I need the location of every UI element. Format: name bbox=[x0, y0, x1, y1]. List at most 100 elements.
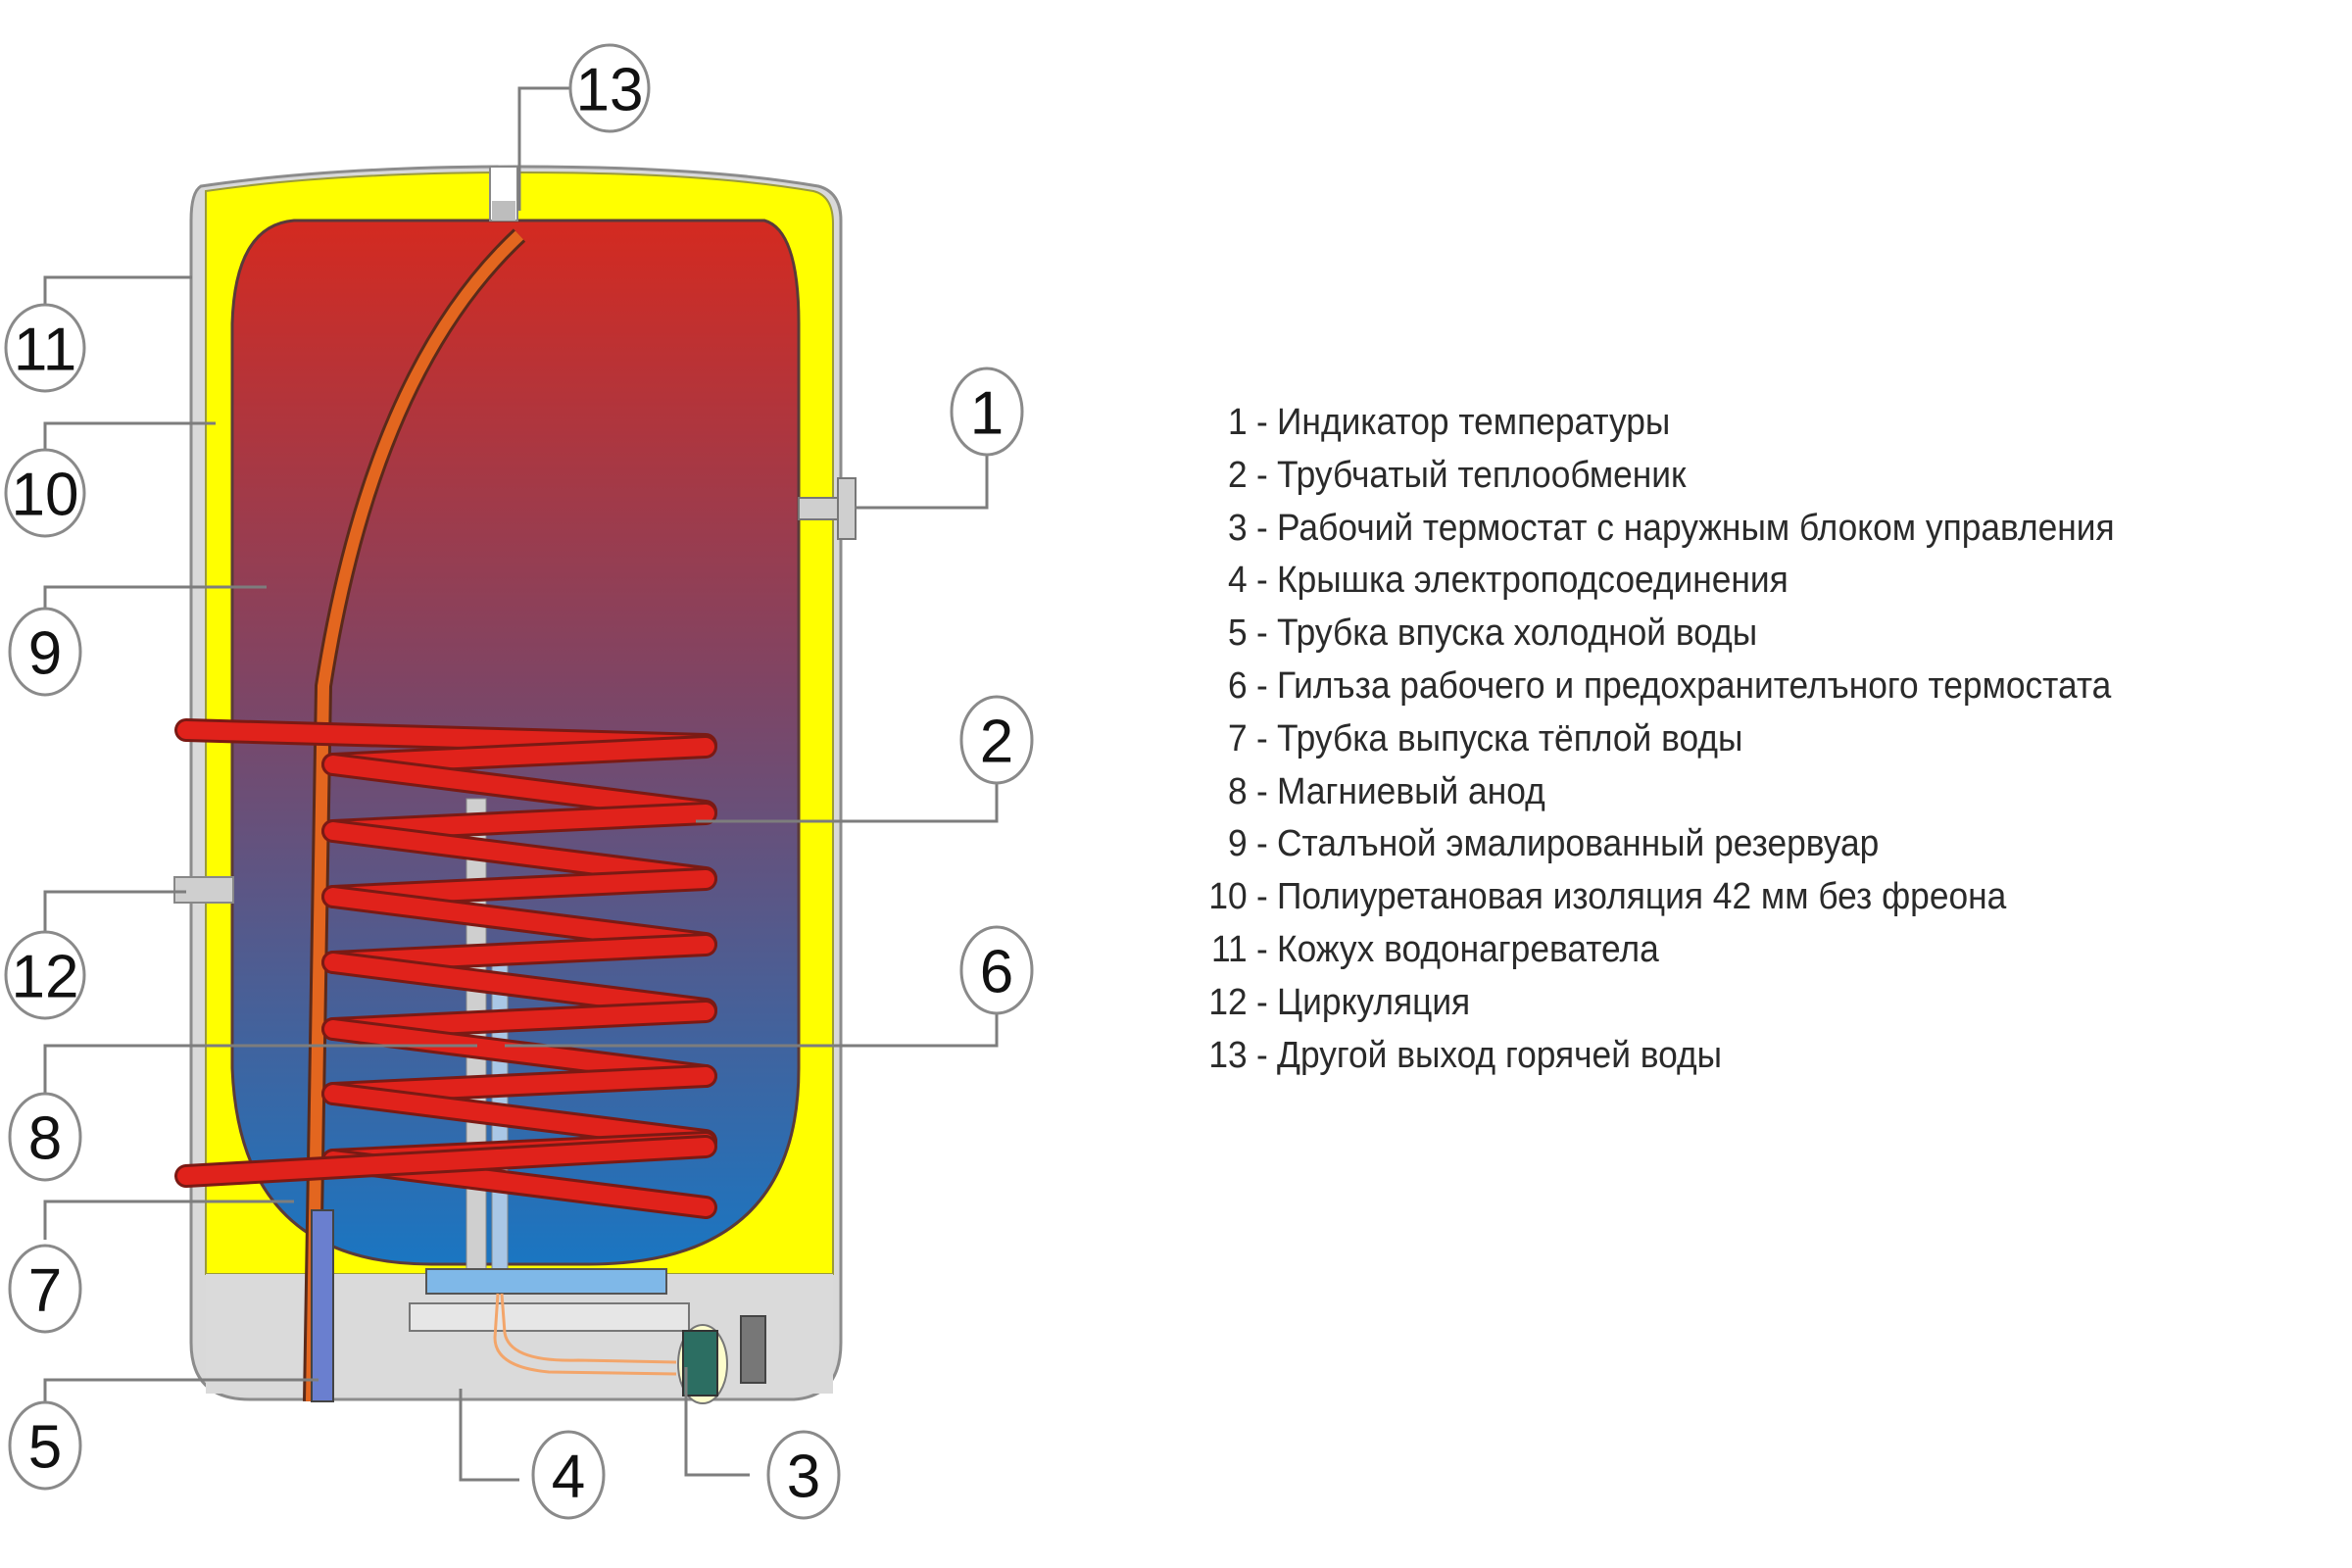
callout-number: 9 bbox=[28, 620, 62, 688]
coil-turn bbox=[324, 1085, 714, 1150]
callout-number: 2 bbox=[980, 709, 1013, 776]
legend-number: 1 bbox=[1227, 402, 1248, 443]
legend-number: 12 bbox=[1208, 981, 1248, 1023]
legend-item: 8-Магниевый анод bbox=[1191, 766, 2115, 819]
leader-12 bbox=[43, 890, 186, 931]
legend-separator: - bbox=[1255, 717, 1268, 760]
legend-text: Гилъза рабочего и предохранителъного тер… bbox=[1277, 664, 2112, 707]
legend-separator: - bbox=[1255, 928, 1268, 970]
leader-9 bbox=[43, 585, 267, 612]
legend-number: 13 bbox=[1208, 1034, 1248, 1076]
callout-circle bbox=[531, 1430, 606, 1520]
legend-number: 11 bbox=[1210, 928, 1248, 970]
callout-circle bbox=[4, 930, 86, 1020]
callout-circle bbox=[950, 367, 1024, 457]
callout-circle bbox=[568, 43, 651, 133]
legend-text: Трубка выпуска тёплой воды bbox=[1277, 717, 1743, 760]
callout-number: 1 bbox=[970, 380, 1004, 448]
legend-text: Трубчатый теплообменик bbox=[1277, 454, 1687, 496]
flange-plate bbox=[409, 1302, 690, 1332]
legend-text: Индикатор температуры bbox=[1277, 402, 1671, 443]
callout-7: 7 bbox=[8, 1244, 82, 1334]
callout-8: 8 bbox=[8, 1092, 82, 1182]
legend-separator: - bbox=[1255, 1034, 1268, 1076]
callout-circle bbox=[8, 1244, 82, 1334]
callout-circle bbox=[959, 925, 1034, 1015]
callout-number: 8 bbox=[28, 1105, 62, 1173]
legend-separator: - bbox=[1255, 507, 1268, 549]
legend-number: 8 bbox=[1227, 770, 1248, 812]
callout-11: 11 bbox=[4, 303, 86, 393]
legend-number: 6 bbox=[1227, 664, 1248, 707]
callout-number: 3 bbox=[787, 1444, 820, 1511]
legend-number: 4 bbox=[1227, 560, 1248, 602]
leader-5 bbox=[43, 1378, 318, 1401]
callout-circle bbox=[8, 1400, 82, 1491]
legend-item: 13-Другой выход горячей воды bbox=[1191, 1030, 2115, 1083]
legend-item: 12-Циркуляция bbox=[1191, 977, 2115, 1030]
legend-separator: - bbox=[1255, 454, 1268, 496]
callout-number: 6 bbox=[980, 939, 1013, 1006]
temperature-indicator bbox=[837, 477, 857, 540]
legend-text: Полиуретановая изоляция 42 мм без фреона bbox=[1277, 876, 2007, 918]
callout-12: 12 bbox=[4, 930, 86, 1020]
legend-separator: - bbox=[1255, 770, 1268, 812]
callout-circle bbox=[766, 1430, 841, 1520]
callout-circle bbox=[959, 695, 1034, 785]
leader-6 bbox=[505, 1009, 999, 1048]
legend-text: Циркуляция bbox=[1277, 981, 1471, 1023]
legend-text: Кожух водонагревателa bbox=[1277, 928, 1659, 970]
thermostat bbox=[682, 1330, 718, 1396]
leader-7 bbox=[43, 1200, 294, 1240]
thermostat-capillary bbox=[493, 1293, 677, 1376]
leader-10 bbox=[43, 421, 216, 451]
legend-item: 1-Индикатор температуры bbox=[1191, 397, 2115, 450]
leader-2 bbox=[696, 779, 999, 823]
callout-circle bbox=[8, 607, 82, 697]
legend-separator: - bbox=[1255, 823, 1268, 865]
thermostat-knob bbox=[740, 1315, 766, 1384]
callout-number: 5 bbox=[28, 1414, 62, 1482]
legend-text: Рабочий термостат с наружным блоком упра… bbox=[1277, 507, 2115, 549]
callout-9: 9 bbox=[8, 607, 82, 697]
legend-text: Крышка электроподсоединения bbox=[1277, 560, 1788, 602]
legend-item: 7-Трубка выпуска тёплой воды bbox=[1191, 713, 2115, 766]
callout-1: 1 bbox=[950, 367, 1024, 457]
callout-4: 4 bbox=[531, 1430, 606, 1520]
legend-text: Сталъной эмалированный резервуар bbox=[1277, 823, 1880, 865]
legend-number: 7 bbox=[1227, 717, 1248, 760]
callout-circle bbox=[4, 448, 86, 538]
legend-item: 9-Сталъной эмалированный резервуар bbox=[1191, 818, 2115, 871]
callout-number: 7 bbox=[28, 1257, 62, 1325]
leader-8 bbox=[43, 1044, 477, 1093]
callout-6: 6 bbox=[959, 925, 1034, 1015]
legend-number: 2 bbox=[1227, 454, 1248, 496]
callout-2: 2 bbox=[959, 695, 1034, 785]
coil-turn bbox=[324, 954, 714, 1018]
tubular-heat-exchanger bbox=[174, 718, 717, 1219]
leader-3 bbox=[684, 1367, 750, 1477]
legend-separator: - bbox=[1255, 560, 1268, 602]
legend-number: 3 bbox=[1227, 507, 1248, 549]
top-outlet-plug bbox=[492, 201, 515, 220]
hot-water-outlet-pipe-fill bbox=[306, 230, 524, 1402]
legend-text: Трубка впуска холодной воды bbox=[1277, 612, 1758, 655]
legend-item: 11-Кожух водонагревателa bbox=[1191, 924, 2115, 977]
legend-number: 10 bbox=[1208, 876, 1248, 918]
legend-separator: - bbox=[1255, 981, 1268, 1023]
leader-13 bbox=[517, 86, 578, 211]
callout-circle bbox=[4, 303, 86, 393]
legend-separator: - bbox=[1255, 876, 1268, 918]
legend-item: 10-Полиуретановая изоляция 42 мм без фре… bbox=[1191, 871, 2115, 924]
legend-text: Магниевый анод bbox=[1277, 770, 1545, 812]
callout-number: 11 bbox=[14, 317, 76, 384]
callout-number: 12 bbox=[12, 944, 79, 1011]
leader-1 bbox=[855, 431, 989, 510]
callout-number: 13 bbox=[576, 57, 644, 124]
flange bbox=[425, 1268, 667, 1295]
legend-item: 6-Гилъза рабочего и предохранителъного т… bbox=[1191, 661, 2115, 713]
legend-separator: - bbox=[1255, 664, 1268, 707]
